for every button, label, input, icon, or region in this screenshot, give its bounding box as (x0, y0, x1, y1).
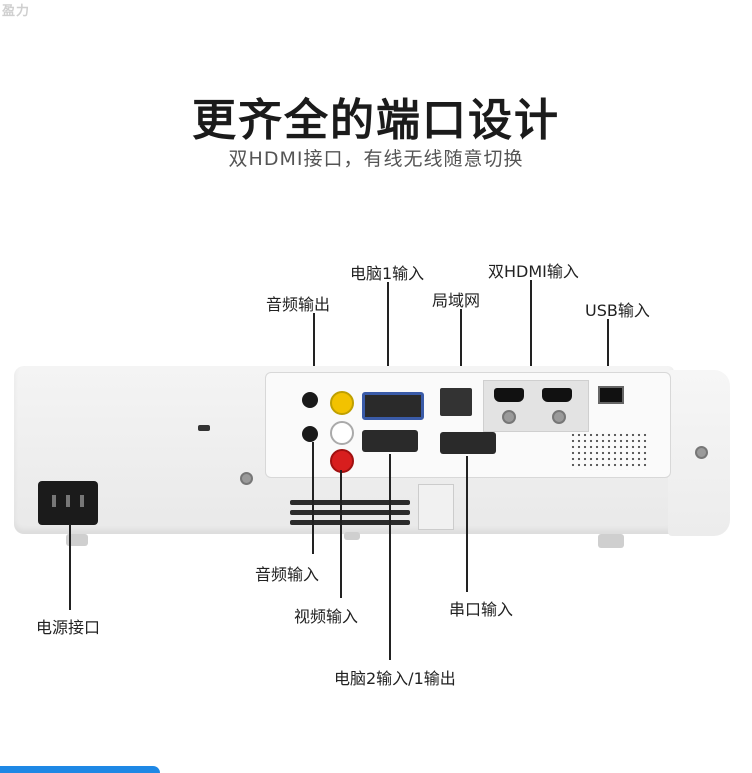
label-usb-input: USB输入 (585, 301, 650, 320)
label-serial-input: 串口输入 (449, 600, 514, 619)
security-slot (198, 425, 210, 431)
hdmi-port-1 (494, 388, 524, 402)
serial-port (440, 432, 496, 454)
page-subtitle: 双HDMI接口，有线无线随意切换 (228, 148, 524, 170)
bottom-accent-bar (0, 766, 160, 773)
vga-port-2 (362, 430, 418, 452)
label-pc1-input: 电脑1输入 (350, 264, 425, 283)
label-audio-input: 音频输入 (255, 565, 320, 584)
leader-pc2 (389, 454, 391, 660)
leader-power (69, 524, 71, 610)
leader-audio-in (312, 442, 314, 554)
page-title: 更齐全的端口设计 (192, 95, 560, 146)
cable-cover (418, 484, 454, 530)
audio-in-jack (302, 426, 318, 442)
brand-watermark: 盈力 (2, 4, 31, 19)
foot (344, 532, 360, 540)
audio-out-jack (302, 392, 318, 408)
vent (290, 500, 410, 505)
rca-video-yellow (330, 391, 354, 415)
screw (695, 446, 708, 459)
vent (290, 510, 410, 515)
label-power: 电源接口 (36, 618, 101, 637)
power-socket (38, 481, 98, 525)
leader-pc1 (387, 282, 389, 392)
leader-usb (607, 319, 609, 391)
foot (66, 534, 88, 546)
label-audio-output: 音频输出 (266, 295, 331, 314)
rca-audio-red (330, 449, 354, 473)
speaker-grille (570, 432, 648, 470)
screw (502, 410, 516, 424)
rca-audio-white (330, 421, 354, 445)
foot (598, 534, 624, 548)
leader-hdmi (530, 280, 532, 374)
label-video-input: 视频输入 (294, 607, 359, 626)
leader-lan (460, 309, 462, 395)
leader-video-in (340, 470, 342, 598)
vent (290, 520, 410, 525)
screw (240, 472, 253, 485)
leader-audio-out (313, 313, 315, 395)
vga-port-1 (362, 392, 424, 420)
leader-serial (466, 456, 468, 592)
screw (552, 410, 566, 424)
label-lan: 局域网 (432, 291, 481, 310)
label-dual-hdmi: 双HDMI输入 (488, 262, 579, 281)
label-pc2-input-output: 电脑2输入/1输出 (334, 669, 456, 688)
usb-port (598, 386, 624, 404)
lan-port (440, 388, 472, 416)
hdmi-port-2 (542, 388, 572, 402)
